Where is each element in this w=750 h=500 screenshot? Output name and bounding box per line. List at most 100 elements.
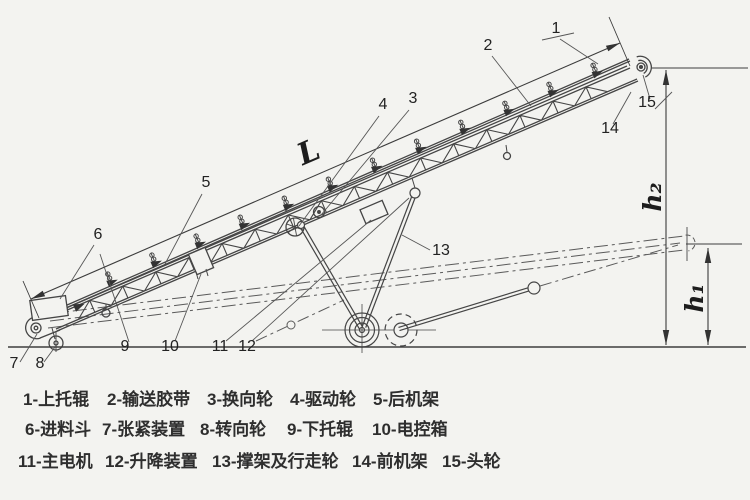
belt-direction-arrow [72,303,85,312]
upper-roller [325,176,332,182]
length-arrow-left [31,290,46,299]
callout-2: 2 [484,37,493,54]
callout-11: 11 [212,338,229,355]
right-strut-edge1 [361,192,414,327]
turning-wheel-bracket [51,327,56,340]
upper-roller [458,119,464,126]
upper-roller [590,62,596,69]
callout-labels: 1 2 3 4 5 6 7 8 9 10 11 12 13 14 15 [10,20,656,372]
belt-top-line-outer [41,58,630,317]
control-box-leg-right [205,268,209,277]
lowered-strut-extension [539,244,679,287]
callout-3: 3 [409,90,418,107]
tail-pulley [30,322,42,334]
bottom-chord-inner [55,78,638,330]
leader-15 [642,74,651,100]
head-pulley-axle [638,64,644,70]
belt-direction-arrow [282,203,295,212]
leader-1-underline [541,32,575,41]
callout-1: 1 [552,20,561,37]
leader-4 [298,115,380,227]
leader-15-tick [654,91,673,110]
h2-arrow-top [662,70,670,85]
lowered-top-edge [47,235,685,315]
belt-direction-arrow [503,108,515,117]
turning-wheel-hub [53,340,59,346]
belt-direction-arrow [326,184,339,193]
tail-pulley-axle [33,325,39,331]
lower-roller-1 [101,308,111,318]
truss-web-lattice [77,86,608,320]
leader-13 [401,234,431,251]
legend-item-8: 8-转向轮 [200,419,266,439]
callout-7: 7 [10,355,19,372]
reference-lines [8,67,748,348]
lowered-centerline [49,242,681,322]
length-witness-right [608,16,631,67]
legend-item-14: 14-前机架 [352,451,428,471]
leader-5 [164,193,203,265]
legend-item-4: 4-驱动轮 [290,389,356,409]
left-strut-edge1 [298,225,360,330]
leader-9 [99,253,130,343]
travel-wheel-mid [348,316,376,344]
legend-item-9: 9-下托辊 [287,419,353,439]
bottom-chord-outer [56,80,639,332]
reversing-wheel-axle [317,210,321,214]
dimensions [22,16,712,345]
travel-wheel-hub [358,326,366,334]
callout-12: 12 [238,338,256,355]
turning-wheel [48,335,64,351]
legend-item-6: 6-进料斗 [25,419,91,439]
h1-arrow-top [704,248,712,263]
lowered-position-lines [47,227,696,342]
control-box-leg-left [195,271,199,280]
dim-arrowheads [31,43,712,345]
leader-1 [559,38,599,65]
top-chord-outer [49,65,628,316]
belt-direction-arrow [194,241,206,250]
legend-item-2: 2-输送胶带 [107,389,190,409]
lower-roller-2 [502,151,512,161]
upper-roller [193,233,199,239]
callout-9: 9 [121,338,130,355]
leader-12 [251,197,410,342]
belt-direction-arrow [371,165,383,174]
left-strut-edge2 [302,223,364,328]
upper-roller [413,138,420,144]
leader-6 [59,244,95,300]
callout-6: 6 [94,226,103,243]
callout-4: 4 [379,96,388,113]
upper-roller-marks [105,62,604,288]
upper-roller [502,100,508,107]
belt-direction-arrow [591,70,604,79]
legend-item-13: 13-撑架及行走轮 [212,451,339,471]
legend-item-11: 11-主电机 [18,451,93,471]
reversing-wheel [312,205,326,219]
right-strut-pin [409,187,421,199]
length-label: L [291,132,325,173]
leader-10 [174,273,202,342]
lowered-strut-edge2 [398,285,533,328]
length-arrow-right [605,43,620,52]
support-assembly [296,177,541,353]
legend-item-5: 5-后机架 [373,389,439,409]
top-chord-inner [50,67,631,318]
legend-item-7: 7-张紧装置 [102,419,185,439]
upper-roller [369,157,376,163]
belt-direction-arrow [415,146,427,155]
length-dim-line [30,42,621,300]
callout-13: 13 [432,242,450,259]
leader-lines [19,32,673,363]
leader-2 [491,55,532,107]
legend-item-15: 15-头轮 [442,451,501,471]
h1-label: h₁ [680,283,709,312]
left-strut-pin [296,220,306,230]
lowered-head-pulley-cap [685,234,696,252]
h1-arrow-bottom [704,330,712,345]
tail-housing-bottom [39,329,61,339]
main-motor [359,199,389,225]
callout-14: 14 [601,120,619,137]
legend-item-3: 3-换向轮 [207,389,273,409]
